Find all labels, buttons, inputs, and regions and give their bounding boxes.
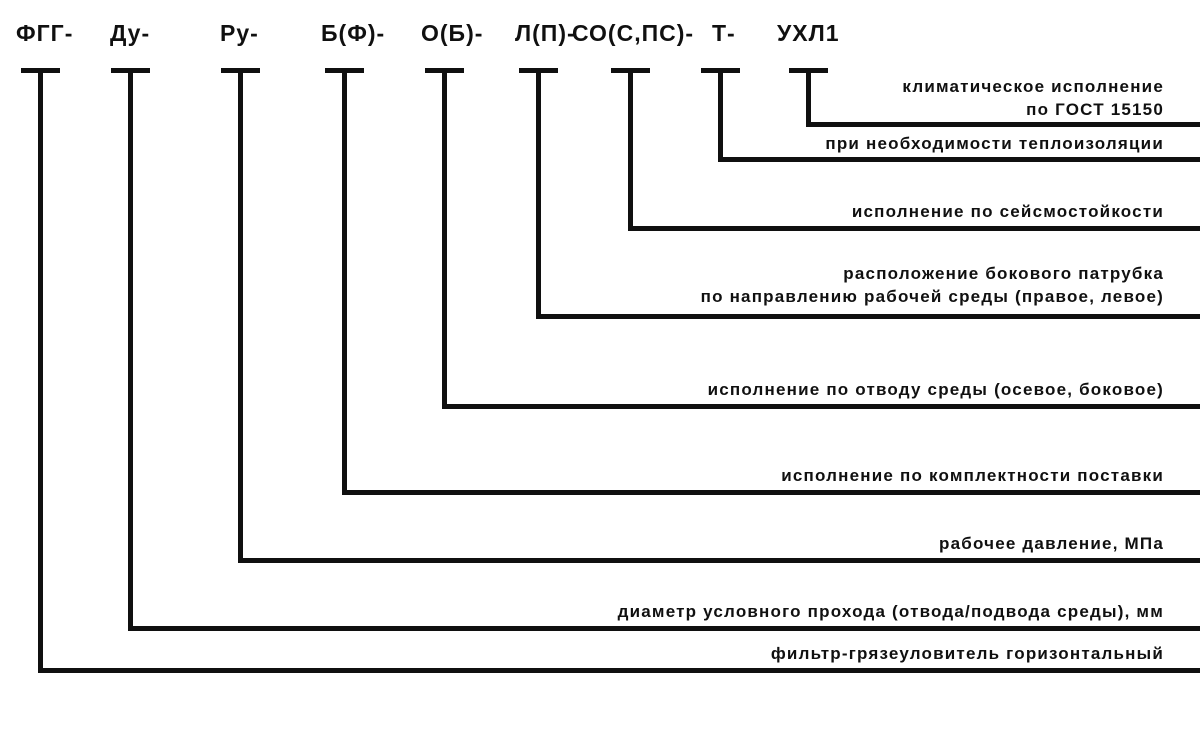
code-lp: Л(П)-	[515, 20, 576, 46]
connector-vertical-uhl1	[806, 68, 811, 127]
code-bf: Б(Ф)-	[321, 20, 386, 46]
code-du: Ду-	[110, 20, 151, 46]
code-fgg: ФГГ-	[16, 20, 74, 46]
label-fgg: фильтр-грязеуловитель горизонтальный	[770, 644, 1164, 663]
connector-horizontal-lp	[536, 314, 1200, 319]
connector-horizontal-du	[128, 626, 1200, 631]
connector-horizontal-bf	[342, 490, 1200, 495]
code-ob: О(Б)-	[421, 20, 484, 46]
connector-horizontal-t	[718, 157, 1200, 162]
connector-horizontal-uhl1	[806, 122, 1200, 127]
label-so: исполнение по сейсмостойкости	[851, 202, 1164, 221]
connector-vertical-lp	[536, 68, 541, 319]
code-uhl1: УХЛ1	[777, 20, 840, 46]
connector-horizontal-ob	[442, 404, 1200, 409]
label-ru: рабочее давление, МПа	[939, 534, 1164, 553]
connector-vertical-ob	[442, 68, 447, 409]
code-ru: Ру-	[220, 20, 259, 46]
connector-horizontal-ru	[238, 558, 1200, 563]
connector-vertical-bf	[342, 68, 347, 495]
label-uhl1: климатическое исполнение по ГОСТ 15150	[902, 77, 1164, 119]
connector-vertical-t	[718, 68, 723, 162]
connector-vertical-ru	[238, 68, 243, 563]
label-ob: исполнение по отводу среды (осевое, боко…	[707, 380, 1164, 399]
connector-horizontal-fgg	[38, 668, 1200, 673]
label-bf: исполнение по комплектности поставки	[781, 466, 1164, 485]
label-du: диаметр условного прохода (отвода/подвод…	[617, 602, 1164, 621]
code-t: Т-	[712, 20, 736, 46]
connector-vertical-fgg	[38, 68, 43, 673]
connector-horizontal-so	[628, 226, 1200, 231]
label-t: при необходимости теплоизоляции	[825, 134, 1164, 153]
connector-vertical-du	[128, 68, 133, 631]
code-so: СО(С,ПС)-	[572, 20, 695, 46]
connector-vertical-so	[628, 68, 633, 231]
label-lp: расположение бокового патрубка по направ…	[700, 264, 1164, 306]
